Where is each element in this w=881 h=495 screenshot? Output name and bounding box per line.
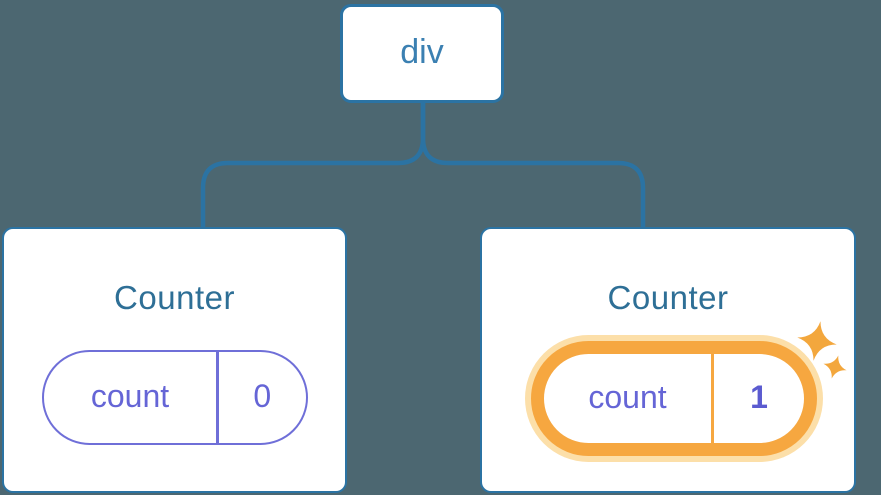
pill-divider-right	[711, 354, 714, 443]
connector-right-branch	[420, 101, 646, 228]
state-value-left: 0	[253, 377, 272, 414]
counter-card-right: Counter count 1	[480, 227, 856, 493]
connector-left-branch	[200, 101, 426, 228]
root-node: div	[340, 4, 504, 103]
state-key-left: count	[90, 377, 170, 414]
state-pill-right: count 1	[531, 341, 817, 456]
pill-divider-left	[216, 352, 219, 443]
state-pill-left: count 0	[42, 350, 308, 445]
sparkle-large	[797, 321, 837, 361]
counter-title-right: Counter	[607, 279, 729, 316]
sparkle-small	[823, 355, 847, 379]
state-value-right: 1	[750, 378, 768, 415]
counter-title-left: Counter	[114, 279, 235, 316]
state-key-right: count	[588, 378, 667, 415]
root-node-label: div	[400, 33, 444, 71]
counter-card-left: Counter count 0	[2, 227, 347, 493]
